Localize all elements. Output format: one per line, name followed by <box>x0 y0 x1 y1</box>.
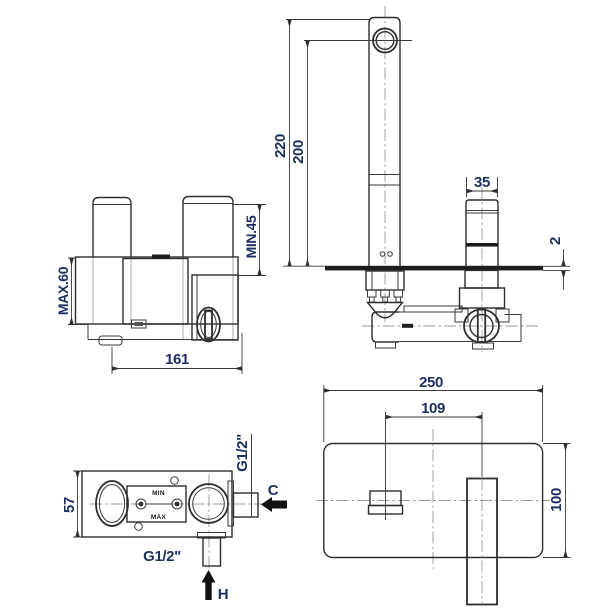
left-valve-port-outer <box>95 480 129 527</box>
dim-body-width: 161 <box>111 333 243 374</box>
valve-body-inner <box>469 313 494 339</box>
supply-body-bar <box>403 305 463 313</box>
left-valve-port-inner <box>98 484 126 523</box>
clip-outline <box>131 319 147 329</box>
bridge-body <box>126 485 187 523</box>
spout-flange-ribs <box>371 271 399 290</box>
dim-min-depth-label: MIN.45 <box>243 215 259 258</box>
handle-outline <box>465 199 499 267</box>
check-valve-funnel <box>366 301 404 319</box>
bridge-pin-bottom <box>134 522 143 531</box>
supply-body-tab <box>375 341 396 349</box>
dim-handle-diameter: 35 <box>466 174 498 197</box>
right-protection-cap <box>182 195 234 257</box>
valve-collar <box>458 287 506 309</box>
right-valve-port-inner <box>192 487 225 520</box>
outlet-port-outer <box>196 306 221 343</box>
dim-spout-height: 200 <box>290 40 412 267</box>
valve-bottom-tab <box>472 342 494 350</box>
hot-inlet-port <box>202 537 222 567</box>
dim-spout-height-label: 200 <box>290 140 307 164</box>
clip-fill <box>134 322 143 326</box>
dim-body-width-label: 161 <box>165 351 189 368</box>
dim-plate-height: 100 <box>543 443 571 558</box>
handle-band <box>466 243 498 247</box>
wall-plate-front <box>323 442 544 559</box>
cold-inlet-port <box>232 492 259 518</box>
bridge-screw-right-center <box>174 501 180 507</box>
dim-plate-thickness-label: 2 <box>547 237 564 245</box>
dim-plate-thickness: 2 <box>543 237 570 290</box>
bridge-pin-top <box>170 476 179 485</box>
dim-plate-height-label: 100 <box>548 488 565 512</box>
rough-front-view: MAX.60 MIN.45 161 <box>55 195 266 374</box>
dim-handle-diameter-label: 35 <box>474 174 490 191</box>
dim-spout-offset-label: 109 <box>421 400 445 417</box>
cold-thread-label: G1/2" <box>234 434 251 472</box>
left-protection-cap <box>92 196 132 257</box>
rough-top-view: MIN MAX 57 G1/2" C G1/2" H <box>61 434 287 603</box>
dim-min-depth: MIN.45 <box>233 204 266 276</box>
flange-tabs <box>367 289 403 298</box>
dim-total-height-label: 220 <box>272 134 289 158</box>
outlet-port-inner <box>200 311 217 338</box>
spout-screw-right <box>387 251 393 257</box>
dim-plate-width-label: 250 <box>419 374 443 391</box>
dim-total-height: 220 <box>272 19 369 267</box>
spout-joint-lines <box>369 174 400 186</box>
min-marking-label: MIN <box>152 490 165 497</box>
dim-plate-width: 250 <box>323 374 544 442</box>
housing-base <box>87 324 238 340</box>
cold-flow-arrow-icon <box>261 497 287 512</box>
handle-joint-lines <box>466 210 498 214</box>
wall-plate-side <box>325 265 543 271</box>
cold-label: C <box>268 482 279 499</box>
dim-body-depth-label: 57 <box>61 497 78 513</box>
spout-screw-left <box>379 251 386 257</box>
dim-spout-offset: 109 <box>385 400 483 520</box>
bridge-screw-left-center <box>138 501 144 507</box>
plate-front-view: 250 109 100 <box>316 374 571 606</box>
valve-bracket <box>399 314 522 342</box>
inner-box-tab <box>152 254 170 259</box>
dim-max-depth: MAX.60 <box>55 257 88 325</box>
side-view: 220 200 35 2 <box>272 6 570 352</box>
centerline-mark <box>402 323 413 328</box>
hidden-cylinder-lines <box>92 257 234 339</box>
hot-label: H <box>218 586 228 603</box>
max-marking-label: MAX <box>151 514 167 521</box>
dim-body-depth: 57 <box>61 470 82 538</box>
top-view-body <box>81 470 233 538</box>
supply-body-left <box>371 311 399 343</box>
hot-thread-label: G1/2" <box>143 548 181 565</box>
dim-max-depth-label: MAX.60 <box>55 266 71 315</box>
spout-outline <box>368 16 401 267</box>
housing-foot <box>98 335 123 346</box>
hot-flow-arrow-icon <box>201 570 216 600</box>
